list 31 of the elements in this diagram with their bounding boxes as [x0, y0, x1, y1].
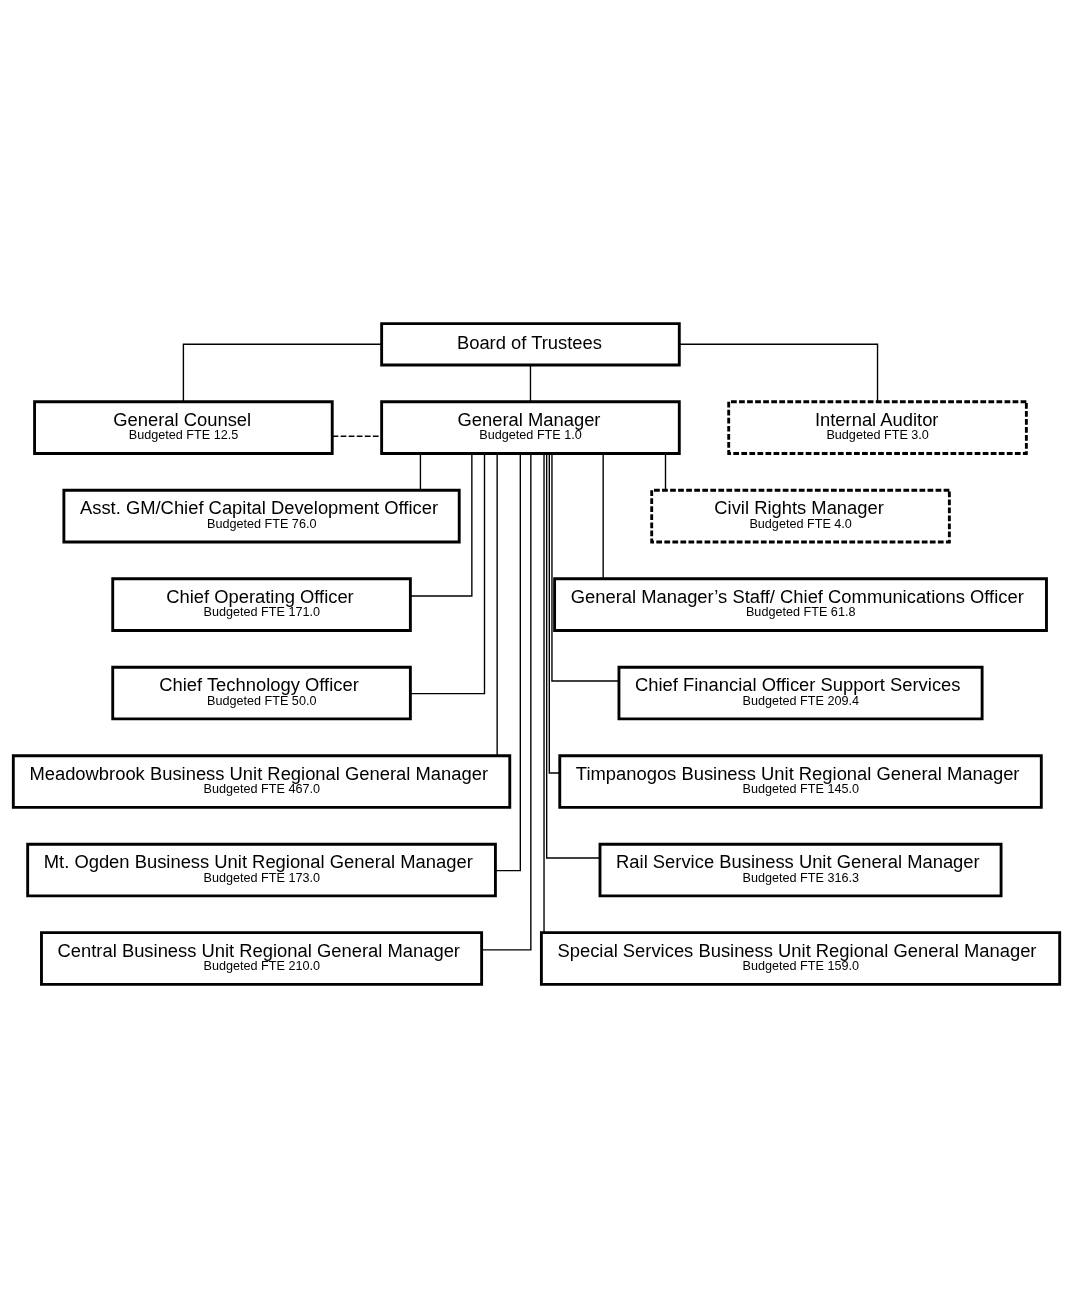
- connector: [409, 452, 486, 695]
- node-box: Rail Service Business Unit General Manager Budgeted FTE 316.3: [598, 842, 1003, 898]
- node-box: Chief Financial Officer Support Services Budgeted FTE 209.4: [617, 665, 984, 721]
- connector: [182, 343, 382, 403]
- node-box: Central Business Unit Regional General Manager Budgeted FTE 210.0: [40, 931, 484, 986]
- connector: [481, 452, 532, 951]
- connector: [548, 452, 561, 774]
- node-box: Meadowbrook Business Unit Regional General Manager Budgeted FTE 467.0: [11, 754, 512, 809]
- node-box: Special Services Business Unit Regional General Manager Budgeted FTE 159.0: [539, 931, 1062, 986]
- node-box: Mt. Ogden Business Unit Regional General Manager Budgeted FTE 173.0: [26, 842, 497, 898]
- node-box: Civil Rights Manager Budgeted FTE 4.0: [650, 488, 951, 544]
- connector: [664, 453, 667, 491]
- node-box: Chief Operating Officer Budgeted FTE 171.0: [111, 577, 412, 632]
- connector: [678, 343, 879, 403]
- node-box: General Manager Budgeted FTE 1.0: [380, 400, 681, 455]
- connector: [496, 452, 498, 757]
- node-box: Internal Auditor Budgeted FTE 3.0: [727, 400, 1028, 455]
- node-box: Timpanogos Business Unit Regional General Manager Budgeted FTE 145.0: [558, 754, 1043, 809]
- connector: [545, 452, 601, 859]
- connector: [494, 453, 521, 872]
- connector: [409, 452, 473, 597]
- node-box: Asst. GM/Chief Capital Development Officer Budgeted FTE 76.0: [62, 488, 461, 544]
- connector: [551, 453, 620, 682]
- connector: [602, 453, 604, 580]
- node-box: General Manager’s Staff/ Chief Communications Officer Budgeted FTE 61.8: [553, 577, 1048, 632]
- connector: [419, 453, 422, 491]
- connector: [543, 452, 545, 934]
- node-box: General Counsel Budgeted FTE 12.5: [33, 400, 334, 455]
- node-box: Chief Technology Officer Budgeted FTE 50.0: [111, 665, 412, 721]
- node-box: Board of Trustees: [380, 322, 681, 367]
- connector: [529, 364, 532, 403]
